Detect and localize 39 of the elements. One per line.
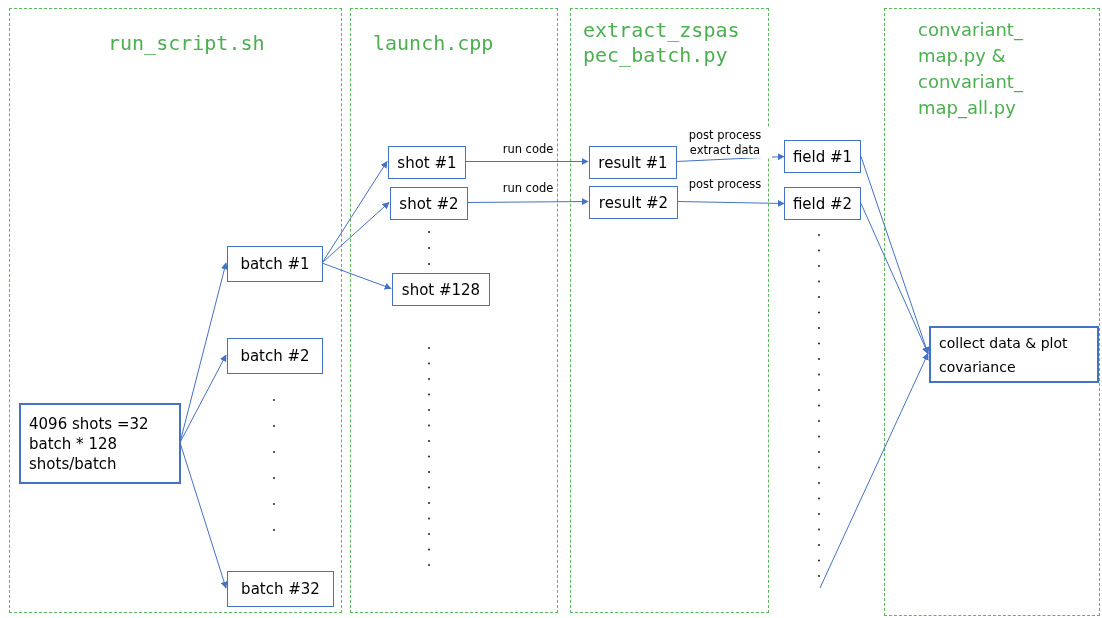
arrow	[860, 203, 929, 355]
process-box	[392, 273, 490, 306]
process-box	[227, 246, 323, 282]
box-label: batch #1	[240, 254, 310, 274]
arrow	[860, 156, 930, 355]
box-label: batch #32	[241, 579, 320, 599]
process-box	[388, 146, 466, 179]
process-box	[784, 140, 861, 173]
script-name: run_script.sh	[108, 31, 266, 56]
process-box	[390, 187, 468, 220]
arrow	[676, 199, 785, 207]
edge-label: post process	[686, 177, 764, 192]
box-label: shot #1	[397, 152, 457, 173]
script-panel	[9, 8, 342, 613]
box-label: 4096 shots =32 batch * 128 shots/batch	[29, 413, 150, 474]
process-box	[227, 338, 323, 374]
process-box	[589, 186, 678, 219]
box-label: shot #2	[399, 193, 459, 214]
arrow	[464, 158, 589, 165]
box-label: result #2	[598, 192, 669, 213]
box-label: batch #2	[240, 346, 310, 366]
box-label: field #1	[792, 146, 853, 167]
box-label: shot #128	[401, 279, 481, 300]
box-label: collect data & plot covariance	[939, 333, 1069, 377]
script-panel	[884, 8, 1100, 616]
process-box	[227, 571, 334, 607]
process-box	[19, 403, 181, 484]
process-box	[929, 326, 1099, 383]
arrow	[321, 202, 390, 264]
script-name: launch.cpp	[373, 31, 495, 56]
arrow	[466, 198, 589, 206]
script-name: extract_zspas pec_batch.py	[583, 18, 741, 68]
arrow	[819, 352, 929, 589]
arrow	[321, 262, 392, 290]
process-box	[784, 187, 861, 220]
process-box	[589, 146, 677, 179]
script-name: convariant_ map.py & convariant_ map_all.py	[918, 18, 1025, 121]
box-label: field #2	[792, 193, 853, 214]
box-label: result #1	[598, 152, 668, 173]
